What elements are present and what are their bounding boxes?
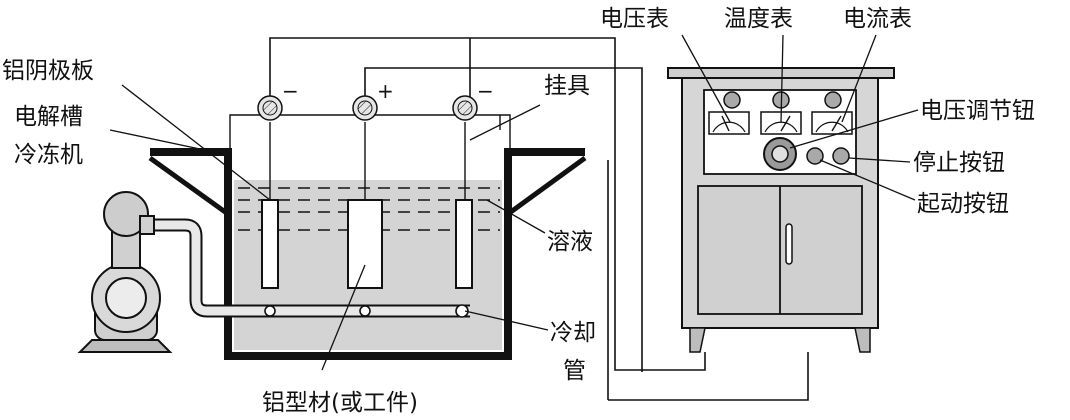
- label-cooling-pipe-1: 冷却: [550, 320, 596, 346]
- label-aluminum-cathode-plate: 铝阴极板: [2, 58, 94, 84]
- label-voltmeter: 电压表: [600, 6, 669, 32]
- power-wiring: [269, 37, 809, 401]
- label-chiller: 冷冻机: [14, 142, 83, 168]
- label-thermometer: 温度表: [724, 6, 793, 32]
- terminal-middle: [352, 95, 378, 121]
- label-voltage-knob: 电压调节钮: [920, 98, 1035, 124]
- label-stop-button: 停止按钮: [913, 150, 1005, 176]
- terminal-left-sign: −: [282, 79, 299, 103]
- stop-button-shape: [832, 147, 850, 165]
- label-cooling-pipe-2: 管: [563, 358, 586, 384]
- door-handle: [785, 223, 793, 265]
- terminal-right: [452, 95, 478, 121]
- aluminum-profile-workpiece: [347, 199, 383, 289]
- cooling-pipe: [150, 218, 470, 318]
- voltmeter-dial: [708, 111, 750, 135]
- right-rim-brace: [506, 155, 587, 217]
- label-electrolytic-cell: 电解槽: [14, 104, 83, 130]
- start-button-shape: [806, 147, 824, 165]
- leader-lines: [109, 34, 919, 371]
- right-cathode-plate: [455, 199, 473, 289]
- label-fixture: 挂具: [544, 73, 590, 99]
- ammeter-dial: [811, 111, 853, 135]
- terminal-left: [257, 95, 283, 121]
- label-start-button: 起动按钮: [917, 191, 1009, 217]
- terminal-right-sign: −: [477, 79, 494, 103]
- label-ammeter: 电流表: [843, 6, 912, 32]
- left-cathode-plate: [261, 199, 279, 289]
- tank-walls: [150, 148, 585, 360]
- rectifier-cabinet: [667, 67, 895, 353]
- label-solution: 溶液: [547, 229, 593, 255]
- terminal-middle-sign: +: [377, 79, 394, 103]
- left-rim-brace: [148, 155, 230, 217]
- label-aluminum-profile: 铝型材(或工件): [262, 390, 418, 416]
- chiller-unit: [77, 191, 173, 353]
